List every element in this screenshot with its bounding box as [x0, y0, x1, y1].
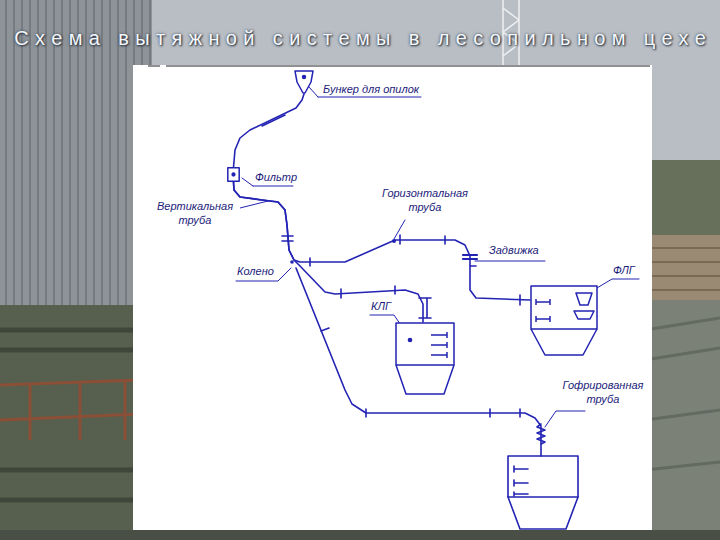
sheet-top-line — [148, 66, 650, 67]
node-outline — [395, 322, 455, 395]
leader-line — [394, 220, 405, 239]
conveyor-area — [0, 305, 140, 540]
leader-line — [592, 279, 639, 291]
sawdust-hopper — [295, 71, 313, 93]
hopper-mark — [303, 76, 306, 79]
machine-body — [508, 456, 578, 497]
node-label: Бункер для опилок — [322, 82, 420, 96]
leader-line — [475, 261, 545, 262]
pipe-sleeve — [262, 115, 285, 126]
machine-hopper — [396, 365, 454, 394]
part-label: Вертикальная труба — [150, 199, 240, 227]
part-label: Задвижка — [488, 243, 540, 257]
drawing-sheet — [133, 65, 652, 530]
filter-mark — [232, 173, 235, 176]
machine-marks — [514, 466, 528, 496]
part-label: Горизонтальная труба — [374, 186, 476, 214]
pipe-connector — [234, 182, 531, 300]
machine-node: ФЛГ — [530, 285, 598, 356]
node-label: ФЛГ — [612, 263, 636, 277]
machine-icon — [574, 293, 594, 319]
node-outline — [294, 70, 314, 94]
filter-node: Фильтр — [227, 167, 240, 182]
machine-hopper — [531, 329, 597, 355]
part-label: Гофрированная труба — [554, 378, 652, 406]
node-outline — [530, 285, 598, 356]
part-label: Колено — [236, 264, 275, 278]
machine-node: КЛГ — [395, 322, 455, 395]
elbow-joint — [290, 260, 294, 264]
machine-body — [396, 323, 454, 365]
corrugated-pipe — [537, 424, 545, 444]
machine-mark — [408, 338, 411, 341]
hopper-node: Бункер для опилок — [294, 70, 314, 94]
node-label: Фильтр — [254, 170, 298, 184]
roof-lines — [645, 318, 720, 470]
railing — [0, 380, 140, 440]
pipe-connector — [234, 94, 305, 167]
slide-title: Схема вытяжной системы в лесопильном цех… — [14, 27, 712, 50]
conveyor-rails — [0, 330, 140, 500]
lumber-streaks — [645, 248, 720, 290]
ground — [0, 530, 720, 540]
machine-body — [531, 286, 597, 329]
machine-marks — [431, 332, 447, 358]
machine-marks — [536, 299, 550, 322]
node-outline — [227, 167, 240, 182]
machine-hopper — [508, 497, 578, 529]
leader-line — [240, 201, 268, 208]
filter-box — [228, 168, 239, 181]
leader-line — [545, 411, 585, 427]
node-label: КЛГ — [370, 299, 392, 313]
